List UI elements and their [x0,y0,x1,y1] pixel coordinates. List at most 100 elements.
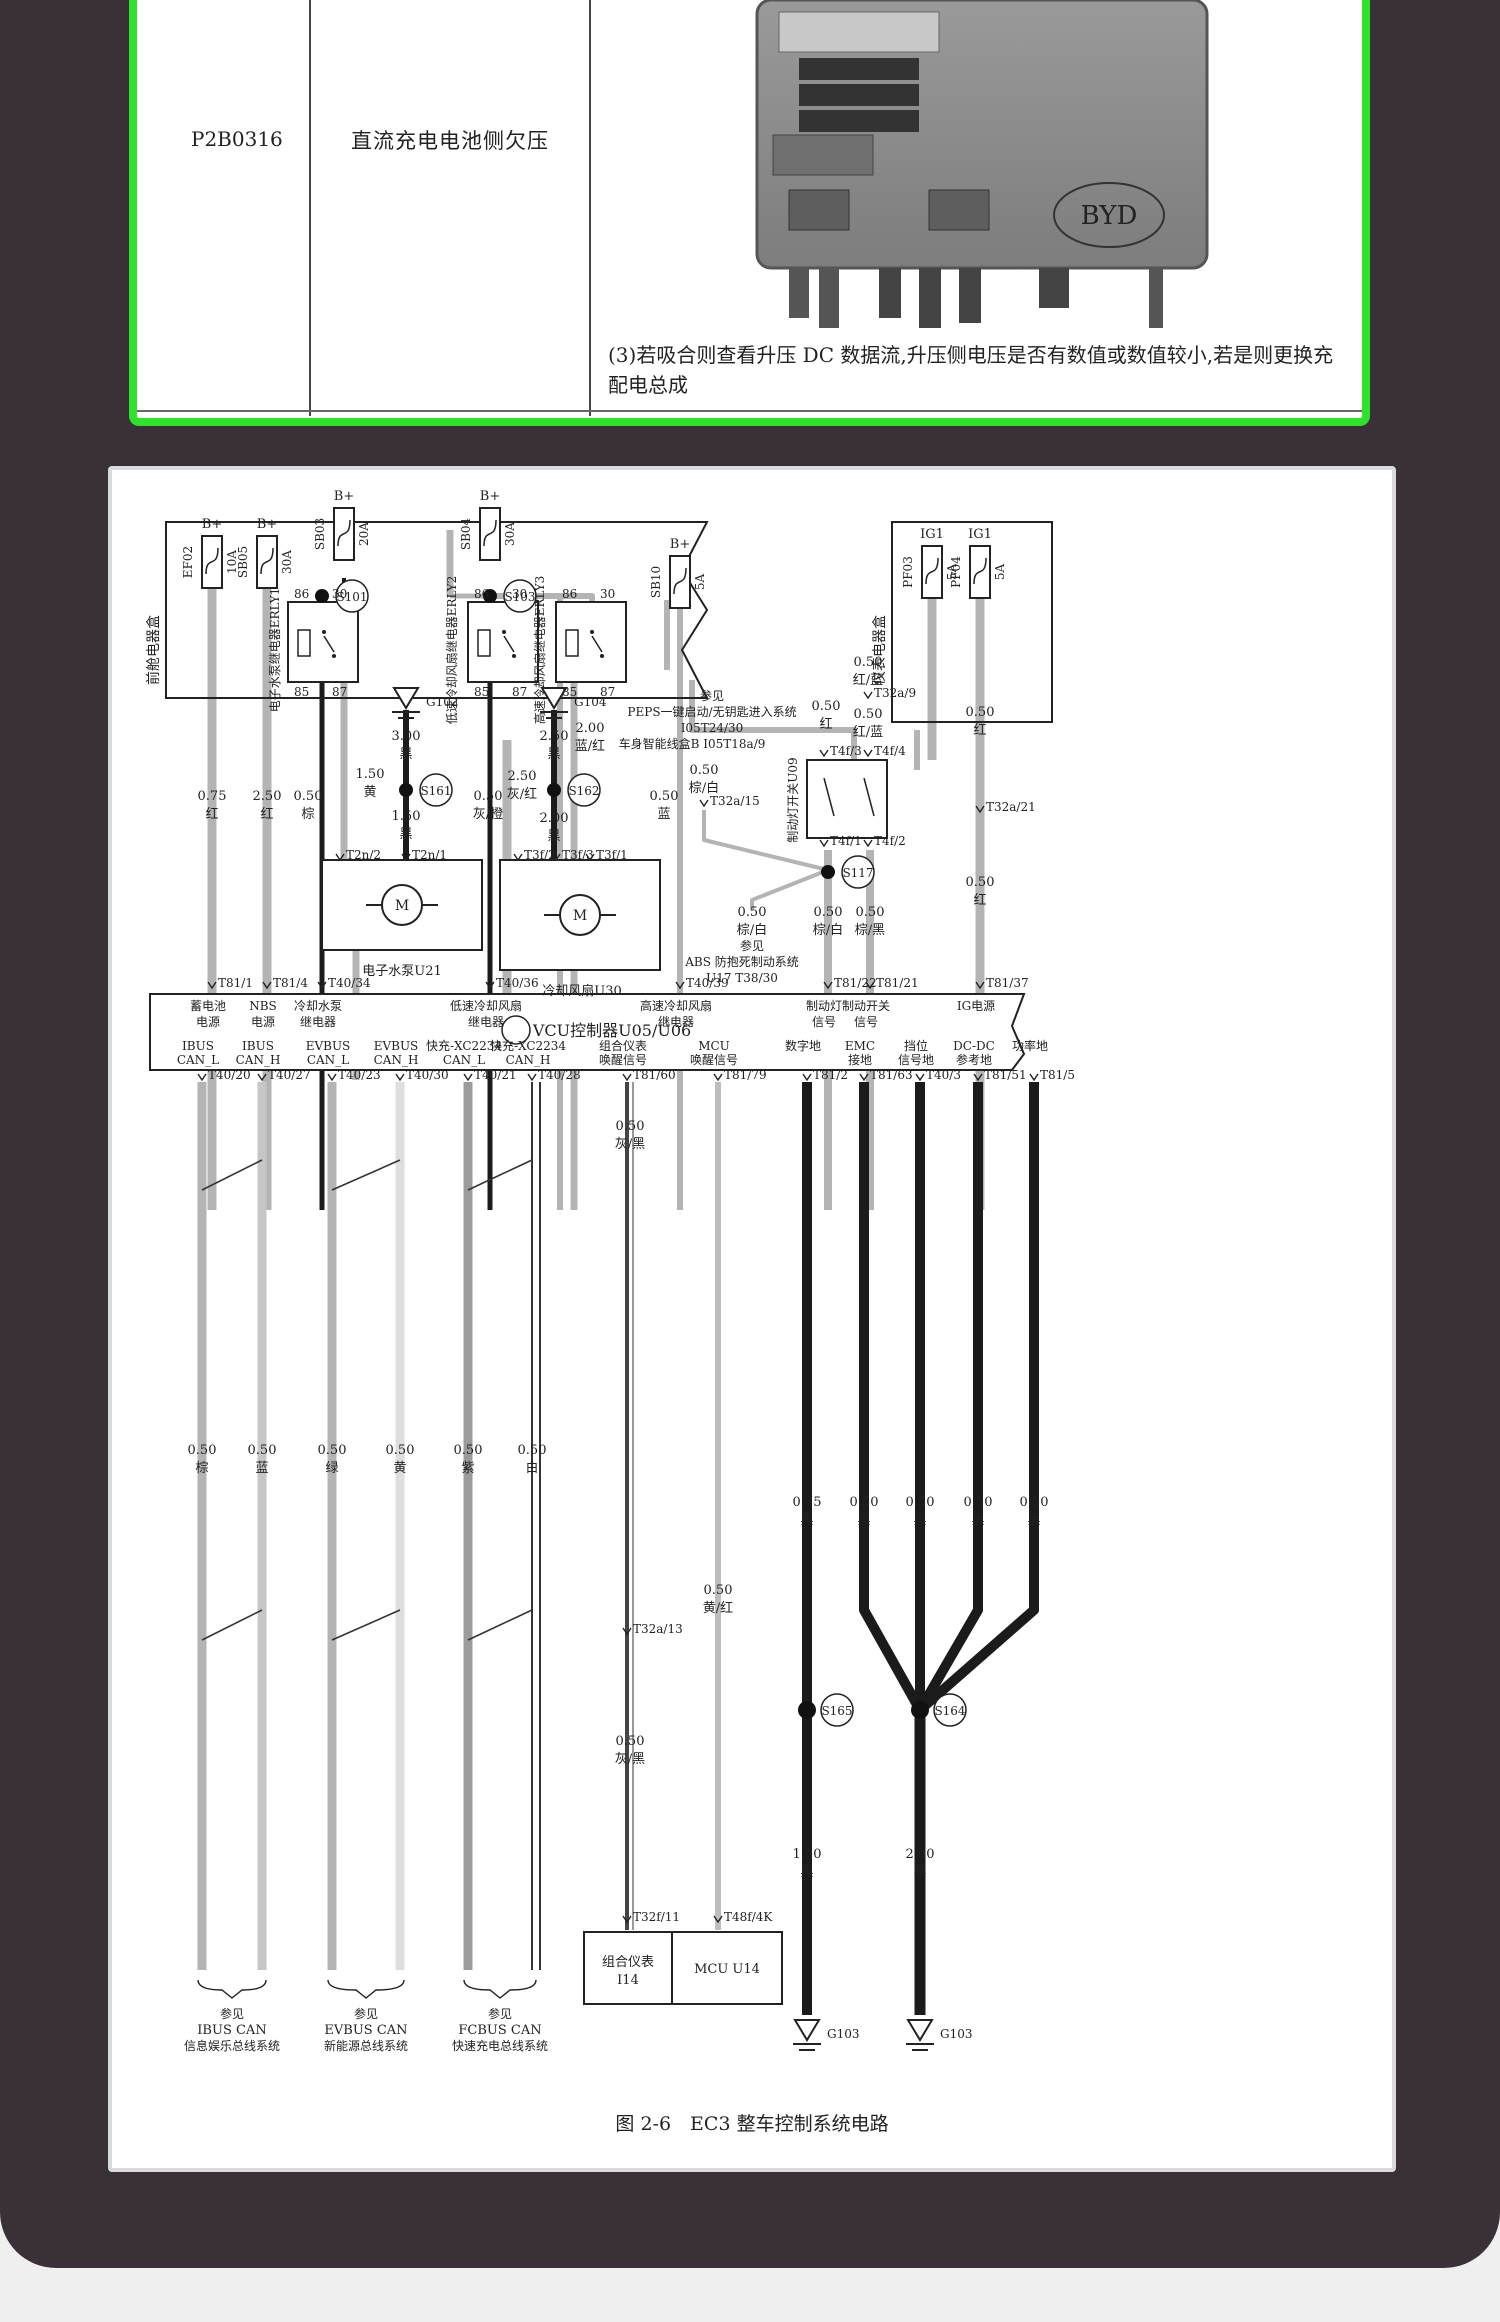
vcu-label: VCU控制器U05/U06 [532,1021,691,1040]
supply-label: B+ [480,489,500,504]
mcu-label: MCU U14 [694,1962,760,1977]
bus-ref-label: FCBUS CAN [458,2023,541,2038]
vcu-pin-label: CAN_H [236,1053,281,1067]
connector-pin [975,805,985,814]
supply-label: IG1 [920,527,944,542]
connector-label: T81/4 [273,976,308,990]
wire-gauge-label: 0.50 [854,655,883,670]
fuse-rating: 5A [693,574,707,591]
relay-pin: 87 [600,685,615,699]
relay-label: 低速冷却风扇继电器ERLY2 [444,576,459,725]
wire-color-label: 棕/白 [737,922,767,938]
connector-label: T32a/13 [633,1622,683,1636]
connector-label: T2n/2 [346,848,381,862]
connector-pin [327,1073,337,1082]
connector-pin [823,981,833,990]
wire [916,1082,1039,1714]
supply-label: B+ [334,489,354,504]
connector-label: T81/79 [724,1068,767,1082]
relay-pin: 85 [474,685,489,699]
relay-pin: 85 [294,685,309,699]
reference-label: 参见 [740,938,764,953]
splice-dot [821,865,835,879]
brake-switch-box [806,759,888,839]
connector-pin [863,691,873,700]
wire-color-label: 黑 [857,1513,870,1528]
vcu-pin-label: 制动灯 [806,999,842,1013]
supply-label: B+ [257,517,277,532]
vcu-pin-label: 信号 [854,1015,878,1029]
wire-color-label: 红 [973,892,986,908]
wire-gauge-label: 2.50 [540,729,569,744]
bus-ref-label: 信息娱乐总线系统 [184,2038,280,2053]
relay-contact [503,635,515,653]
connector-label: T4f/2 [874,834,906,848]
fuse-name: SB03 [313,518,327,550]
wire-gauge-label: 0.50 [474,789,503,804]
connector-label: T40/36 [496,976,539,990]
twisted-pair-mark [201,1159,263,1191]
supply-label: B+ [202,517,222,532]
vcu-box [149,993,1026,1071]
wire-gauge-label: 0.50 [248,1443,277,1458]
connector-pin [819,839,829,848]
supply-label: IG1 [968,527,992,542]
relay-coil [565,629,579,657]
wire-color-label: 蓝 [255,1461,268,1476]
connector-pin [395,1073,405,1082]
bus-ref-label: 参见 [488,2006,512,2021]
splice-dot [483,589,497,603]
connector-pin [551,853,561,862]
fuse-name: PF04 [949,556,963,588]
bus-ref-label: EVBUS CAN [324,2023,407,2038]
wire-color-label: 蓝/红 [575,738,605,754]
relay-coil [477,629,491,657]
reference-label: 车身智能线盒B I05T18a/9 [619,736,766,751]
connector-label: T40/20 [208,1068,251,1082]
relay-contact [323,635,335,653]
wire [689,680,857,770]
connector-pin [197,1073,207,1082]
splice-dot [547,783,561,797]
fuse-element [973,557,987,585]
connector-label: T81/51 [984,1068,1027,1082]
connector-label: T40/27 [268,1068,311,1082]
connector-pin [915,1073,925,1082]
relay-pin: 86 [474,587,489,601]
splice-dot [399,783,413,797]
vcu-pin-label: 接地 [848,1052,872,1067]
vcu-pin-label: 冷却水泵 [294,999,342,1013]
connector-pin [973,1073,983,1082]
bus-ref-label: 快速充电总线系统 [452,2038,548,2053]
wire-gauge-label: 1.50 [392,809,421,824]
vcu-pin-label: 蓄电池 [190,999,226,1013]
wire-gauge-label: 0.50 [616,1119,645,1134]
vcu-pin-label: 快充-XC2234 [490,1038,566,1053]
wire-gauge-label: 0.50 [966,875,995,890]
wire-gauge-label: 2.00 [540,811,569,826]
vcu-pin-label: 功率地 [1012,1038,1048,1053]
bus-ref-label: 参见 [220,2006,244,2021]
wire-color-label: 蓝 [657,807,670,822]
wire-color-label: 黄/红 [703,1600,733,1616]
twisted-pair-mark [467,1159,533,1191]
wire-color-label: 黑 [547,829,560,844]
connector-pin [257,1073,267,1082]
fuse-name: SB10 [649,566,663,598]
wire-gauge-label: 0.75 [198,789,227,804]
wire-gauge-label: 0.50 [814,905,843,920]
connector-pin [485,981,495,990]
repair-note: (3)若吸合则查看升压 DC 数据流,升压侧电压是否有数值或数值较小,若是则更换… [608,343,1334,397]
reference-label: U17 T38/30 [706,971,778,985]
vcu-pin-label: 信号 [812,1015,836,1029]
connector-label: T81/63 [870,1068,913,1082]
vcu-pin-label: 继电器 [468,1015,504,1029]
highlighted-table-card[interactable]: P2B0316 直流充电电池侧欠压 (3)若吸合则查看升压 DC 数据流,升压侧… [129,0,1370,426]
connector-pin [622,1073,632,1082]
connector-pin [317,981,327,990]
wire-color-label: 绿 [325,1461,338,1476]
fault-code: P2B0316 [191,127,283,151]
relay-terminal [600,654,604,658]
